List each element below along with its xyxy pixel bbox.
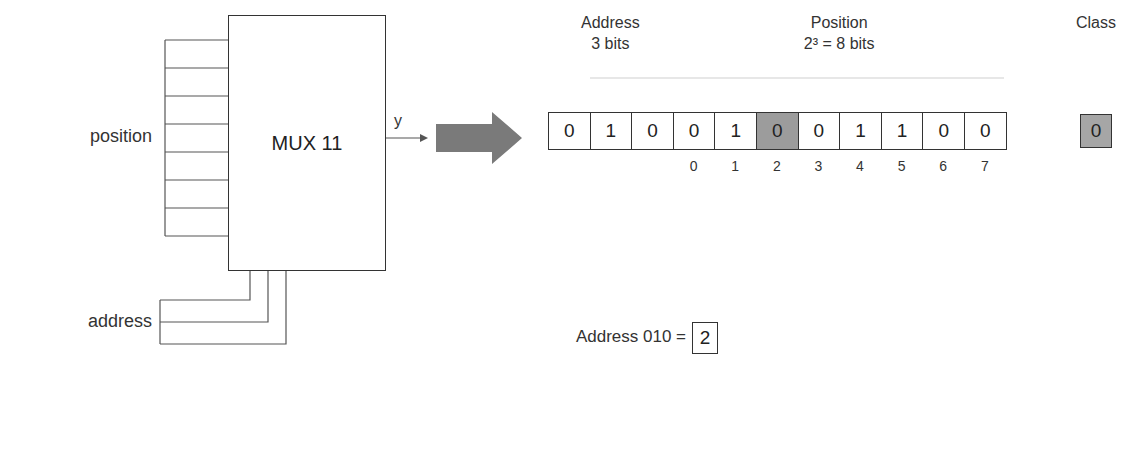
position-bit-cell: 0 [798, 112, 841, 150]
position-index: 1 [731, 158, 739, 174]
node-text: 0 [1091, 120, 1102, 142]
position-bit-cell: 1 [881, 112, 924, 150]
field-title: Class [1076, 14, 1116, 32]
position-wires [165, 40, 228, 236]
mux-box: MUX 11 [228, 15, 386, 271]
signal-name: y [394, 112, 402, 130]
address-bit-cell: 1 [590, 112, 633, 150]
field-size: 3 bits [591, 35, 629, 53]
field-size: 2³ = 8 bits [804, 35, 875, 53]
address-bit-cell: 0 [631, 112, 674, 150]
output-arrow [386, 134, 428, 142]
position-bit-cell: 1 [839, 112, 882, 150]
address-wires [160, 270, 286, 344]
result-box: 2 [692, 322, 718, 354]
node-text: 0 [814, 120, 825, 142]
field-title: Address [581, 14, 640, 32]
position-index: 6 [939, 158, 947, 174]
block-arrow [436, 112, 522, 164]
input-label: address [88, 311, 152, 332]
node-text: 0 [938, 120, 949, 142]
node-text: 1 [730, 120, 741, 142]
node-text: MUX 11 [272, 132, 343, 155]
address-equation: Address 010 = [576, 327, 686, 347]
node-text: 2 [700, 327, 711, 349]
position-bit-cell: 0 [756, 112, 799, 150]
node-text: 1 [897, 120, 908, 142]
position-index: 4 [856, 158, 864, 174]
position-index: 0 [690, 158, 698, 174]
node-text: 0 [564, 120, 575, 142]
position-index: 3 [815, 158, 823, 174]
position-bit-cell: 0 [673, 112, 716, 150]
position-bit-cell: 0 [964, 112, 1007, 150]
node-text: 0 [647, 120, 658, 142]
node-text: 0 [772, 120, 783, 142]
position-index: 7 [981, 158, 989, 174]
guide-line [590, 78, 1004, 79]
position-bit-cell: 1 [714, 112, 757, 150]
class-cell: 0 [1080, 114, 1112, 148]
node-text: 1 [606, 120, 617, 142]
position-index: 5 [898, 158, 906, 174]
field-title: Position [811, 14, 868, 32]
node-text: 0 [689, 120, 700, 142]
input-label: position [90, 126, 152, 147]
node-text: 1 [855, 120, 866, 142]
position-bit-cell: 0 [922, 112, 965, 150]
address-bit-cell: 0 [548, 112, 591, 150]
node-text: 0 [980, 120, 991, 142]
position-index: 2 [773, 158, 781, 174]
